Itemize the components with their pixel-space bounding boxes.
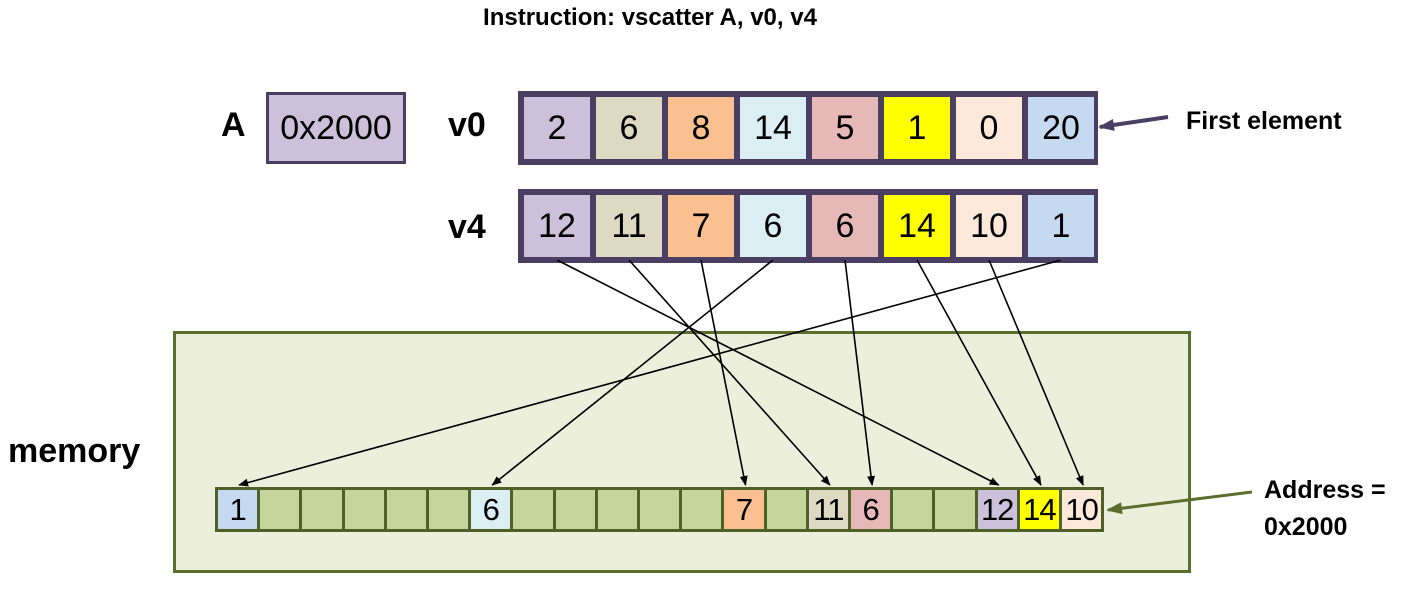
address-arrow — [1106, 490, 1253, 515]
v4-cell: 11 — [593, 192, 665, 260]
memory-cell-empty — [552, 487, 598, 532]
v4-cell: 6 — [737, 192, 809, 260]
v4-cell: 14 — [881, 192, 953, 260]
v0-cell: 14 — [737, 94, 809, 162]
memory-cell-empty — [594, 487, 640, 532]
v0-cell: 20 — [1025, 94, 1097, 162]
scatter-arrow — [628, 259, 831, 486]
memory-cell-empty — [932, 487, 978, 532]
memory-region — [173, 331, 1191, 573]
memory-cell-filled: 10 — [1059, 487, 1105, 532]
scatter-arrow — [238, 259, 1062, 487]
address-label-line1: Address = — [1264, 476, 1386, 504]
memory-cell-filled: 7 — [721, 487, 767, 532]
scatter-arrow — [700, 259, 748, 486]
first-element-label: First element — [1186, 107, 1342, 135]
memory-cell-empty — [383, 487, 429, 532]
instruction-title: Instruction: vscatter A, v0, v4 — [483, 4, 817, 31]
memory-cell-empty — [426, 487, 472, 532]
v0-cell: 1 — [881, 94, 953, 162]
address-label-line2: 0x2000 — [1264, 513, 1348, 541]
memory-cell-empty — [890, 487, 936, 532]
v4-cell: 1 — [1025, 192, 1097, 260]
memory-cell-filled: 6 — [468, 487, 514, 532]
memory-cell-filled: 12 — [974, 487, 1020, 532]
memory-cell-filled: 11 — [805, 487, 851, 532]
v4-cell: 12 — [521, 192, 593, 260]
v0-cell: 0 — [953, 94, 1025, 162]
memory-cell-empty — [341, 487, 387, 532]
v0-cell: 2 — [521, 94, 593, 162]
scatter-arrow — [916, 259, 1042, 486]
memory-cell-empty — [510, 487, 556, 532]
register-a-value: 0x2000 — [266, 92, 406, 164]
v4-label: v4 — [448, 208, 486, 246]
scatter-arrow — [844, 259, 875, 486]
memory-cell-filled: 6 — [848, 487, 894, 532]
memory-cell-empty — [679, 487, 725, 532]
v4-cell: 7 — [665, 192, 737, 260]
v4-cell: 10 — [953, 192, 1025, 260]
v0-cell: 5 — [809, 94, 881, 162]
memory-cell-empty — [299, 487, 345, 532]
memory-label: memory — [8, 432, 141, 470]
scatter-arrow — [556, 259, 1000, 486]
scatter-arrow — [988, 259, 1084, 486]
memory-cell-filled: 1 — [215, 487, 261, 532]
memory-cell-empty — [763, 487, 809, 532]
first-element-arrow — [1098, 115, 1169, 131]
v4-cell: 6 — [809, 192, 881, 260]
memory-cell-empty — [637, 487, 683, 532]
v0-cell: 6 — [593, 94, 665, 162]
memory-cell-empty — [257, 487, 303, 532]
register-a-label: A — [221, 106, 246, 144]
v0-cell: 8 — [665, 94, 737, 162]
memory-cell-filled: 14 — [1016, 487, 1062, 532]
scatter-arrow — [491, 259, 774, 486]
v0-label: v0 — [448, 106, 486, 144]
